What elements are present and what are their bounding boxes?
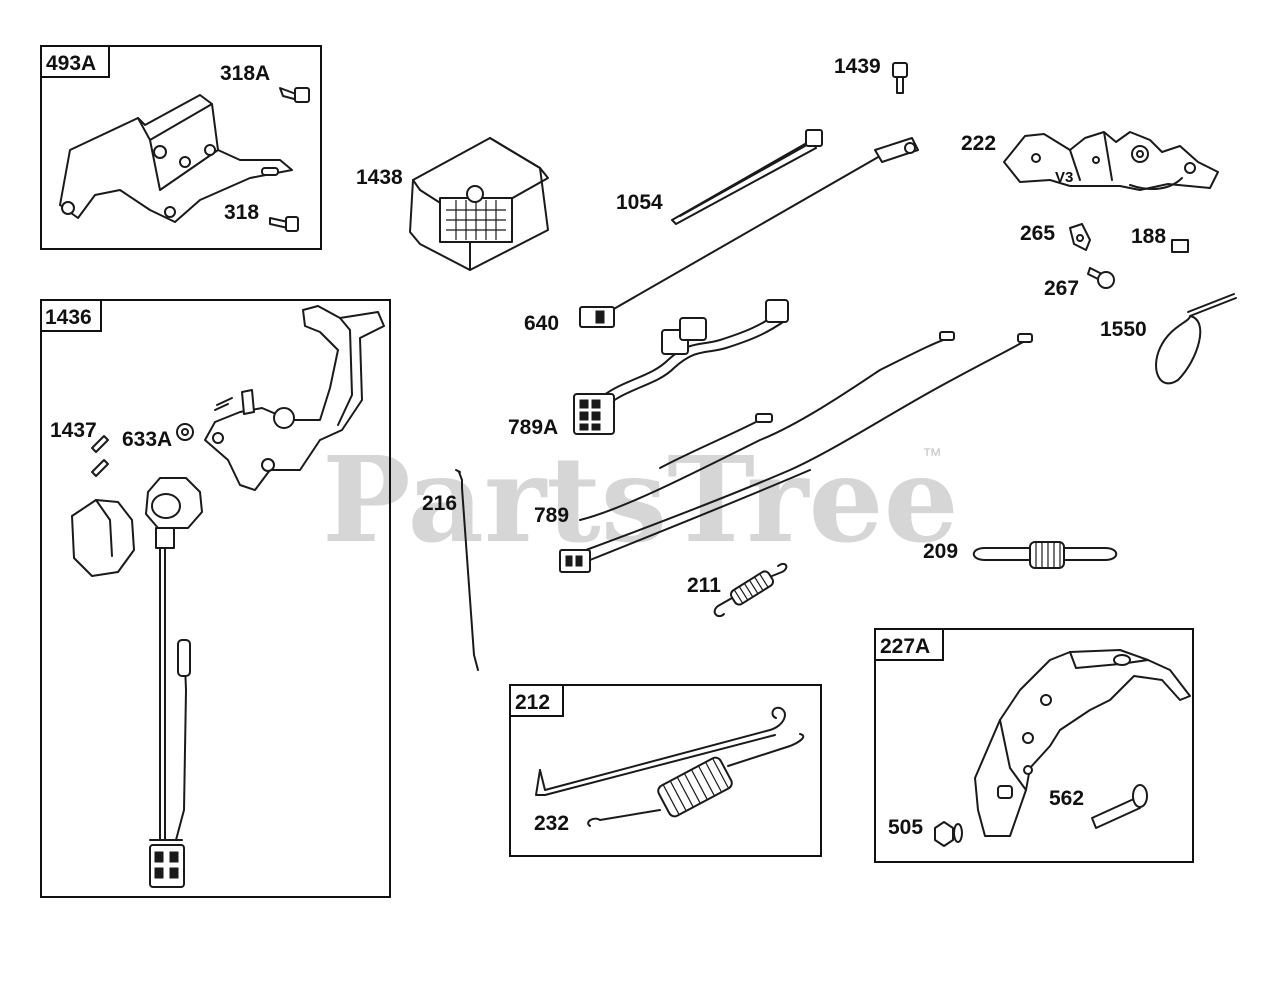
screw-188[interactable]: 188 [1131,225,1189,253]
group-227A[interactable]: 227A 505 562 [874,628,1194,863]
callout-318[interactable]: 318 [224,201,259,224]
spring-211[interactable]: 211 [687,562,788,618]
screw-1439[interactable]: 1439 [834,55,908,94]
callout-633A[interactable]: 633A [122,428,172,451]
group-212-label: 212 [515,691,550,714]
group-212-frame [509,684,822,857]
watermark-trademark: ™ [922,445,942,467]
callout-318A[interactable]: 318A [220,62,270,85]
rod-and-spring-232-drawing [535,706,805,827]
ignition-switch-drawing [71,477,203,888]
group-212-label-box [509,684,564,717]
callout-1439[interactable]: 1439 [834,55,881,78]
group-493A[interactable]: 493A 318A 318 [40,45,322,250]
group-1436-label: 1436 [45,306,92,329]
group-493A-label-box [40,45,110,78]
callout-1438[interactable]: 1438 [356,166,403,189]
wire-lead-640[interactable]: 640 [524,137,919,335]
callout-216[interactable]: 216 [422,492,457,515]
callout-232[interactable]: 232 [534,812,569,835]
callout-789A[interactable]: 789A [508,416,558,439]
clip-265[interactable]: 265 [1020,222,1091,251]
bracket-227A-drawing [974,649,1191,837]
group-1436-frame [40,299,391,898]
callout-1437[interactable]: 1437 [50,419,97,442]
callout-789[interactable]: 789 [534,504,569,527]
bolt-318A-drawing [279,87,310,103]
callout-265[interactable]: 265 [1020,222,1055,245]
callout-505[interactable]: 505 [888,816,923,839]
group-212[interactable]: 212 232 [509,684,822,857]
group-227A-frame [874,628,1194,863]
partstree-watermark: PartsTree [322,430,959,569]
callout-188[interactable]: 188 [1131,225,1166,248]
spring-209[interactable]: 209 [923,540,1118,569]
link-rod-216[interactable]: 216 [422,469,479,671]
group-227A-label-box [874,628,944,661]
group-1436-label-box [40,299,102,332]
harness-789A[interactable]: 789A [508,299,789,439]
callout-209[interactable]: 209 [923,540,958,563]
screw-1437-drawing [91,435,109,477]
callout-267[interactable]: 267 [1044,277,1079,300]
harness-789[interactable]: 789 [534,331,1033,573]
group-493A-frame [40,45,322,250]
group-227A-label: 227A [880,635,930,658]
callout-1550[interactable]: 1550 [1100,318,1147,341]
bolt-562-drawing [1091,784,1148,829]
nut-505-drawing [934,821,963,847]
callout-1054[interactable]: 1054 [616,191,663,214]
governor-control-222[interactable]: V3 222 [961,131,1219,191]
group-1436[interactable]: 1436 1437 633A [40,299,391,898]
group-493A-label: 493A [46,52,96,75]
bracket-493A-drawing [59,94,293,223]
callout-562[interactable]: 562 [1049,787,1084,810]
spring-wire-1550[interactable]: 1550 [1100,293,1237,385]
cable-tie-1054[interactable]: 1054 [616,129,823,225]
v3-mark: V3 [1055,169,1073,186]
callout-211[interactable]: 211 [687,574,721,597]
callout-640[interactable]: 640 [524,312,559,335]
screw-267[interactable]: 267 [1044,267,1115,300]
control-bracket-drawing [204,305,385,491]
bolt-318-drawing [269,216,299,232]
connector-housing-1438[interactable]: 1438 [356,137,549,271]
callout-222[interactable]: 222 [961,132,996,155]
